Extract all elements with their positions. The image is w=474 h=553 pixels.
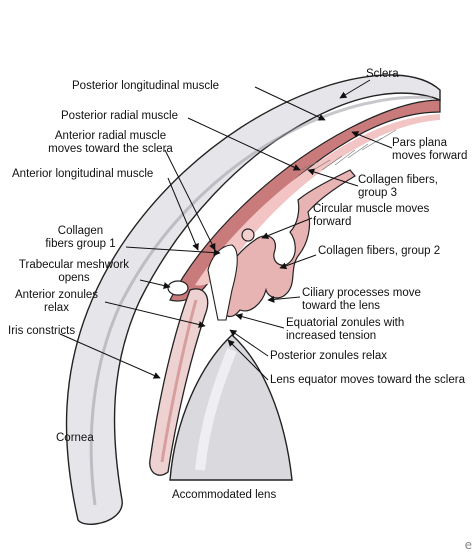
leader-sclera	[339, 79, 371, 99]
label-pars-plana-line1: Pars plana	[392, 137, 447, 149]
leader-lens-equator	[227, 339, 269, 381]
leader-anterior-radial	[164, 149, 216, 251]
label-cornea: Cornea	[56, 432, 94, 444]
trabecular-meshwork	[167, 280, 189, 296]
leader-collagen-2	[279, 254, 317, 270]
label-sclera: Sclera	[366, 68, 399, 80]
leader-posterior-zonules	[229, 329, 269, 357]
label-circular-muscle: Circular muscle moves forward	[313, 203, 429, 229]
label-ciliary-processes-line1: Ciliary processes move	[302, 287, 421, 299]
label-anterior-radial-muscle-line1: Anterior radial muscle	[54, 130, 167, 142]
label-anterior-zonules-relax: Anterior zonules relax	[4, 289, 109, 315]
leader-trabecular	[139, 279, 171, 289]
label-collagen-fibers-group-3-line1: Collagen fibers,	[358, 174, 438, 186]
label-circular-muscle-line2: forward	[313, 216, 352, 228]
leader-posterior-radial	[187, 117, 301, 171]
label-trabecular-meshwork-line1: Trabecular meshwork	[18, 259, 130, 271]
label-anterior-zonules-line2: relax	[44, 302, 69, 314]
label-pars-plana: Pars plana moves forward	[392, 137, 467, 163]
label-posterior-radial-muscle: Posterior radial muscle	[61, 110, 178, 122]
leader-ciliary-processes	[267, 295, 301, 303]
label-equatorial-zonules-line1: Equatorial zonules with	[286, 317, 405, 329]
label-collagen-fibers-group-2: Collagen fibers, group 2	[318, 245, 441, 257]
lens-shading	[195, 348, 237, 471]
ciliary-processes	[214, 169, 356, 318]
leader-lines	[59, 79, 393, 381]
sclera-shading	[89, 95, 433, 506]
label-equatorial-zonules: Equatorial zonules with increased tensio…	[286, 317, 404, 343]
label-circular-muscle-line1: Circular muscle moves	[313, 203, 430, 215]
label-posterior-zonules-relax: Posterior zonules relax	[270, 350, 387, 362]
label-ciliary-processes: Ciliary processes move toward the lens	[302, 287, 421, 313]
sclera-cornea-shell	[65, 74, 441, 525]
label-trabecular-meshwork: Trabecular meshwork opens	[4, 259, 144, 285]
leader-equatorial-zonules	[235, 313, 285, 329]
leader-collagen-1	[125, 246, 221, 257]
label-accommodated-lens: Accommodated lens	[172, 489, 277, 501]
leader-circular-muscle	[261, 217, 313, 239]
label-anterior-radial-muscle: Anterior radial muscle moves toward the …	[38, 130, 183, 156]
leader-pars-plana	[351, 131, 393, 149]
leader-collagen-3	[307, 168, 359, 187]
circular-muscle	[241, 228, 255, 242]
label-ciliary-processes-line2: toward the lens	[302, 300, 380, 312]
label-pars-plana-line2: moves forward	[392, 150, 468, 162]
label-posterior-longitudinal-muscle: Posterior longitudinal muscle	[72, 80, 220, 92]
label-collagen-fibers-group-1: Collagen fibers group 1	[28, 225, 133, 251]
iris	[149, 288, 209, 476]
label-anterior-longitudinal-muscle: Anterior longitudinal muscle	[12, 168, 154, 180]
label-collagen-fibers-group-1-line2: fibers group 1	[45, 238, 116, 250]
label-equatorial-zonules-line2: increased tension	[286, 330, 377, 342]
corner-logo: e	[464, 538, 472, 552]
leader-anterior-longitudinal	[167, 177, 199, 251]
label-anterior-radial-muscle-line2: moves toward the sclera	[48, 143, 173, 155]
label-iris-constricts: Iris constricts	[8, 325, 76, 337]
leader-posterior-longitudinal	[254, 86, 326, 121]
label-anterior-zonules-line1: Anterior zonules	[14, 289, 99, 301]
label-collagen-fibers-group-1-line1: Collagen	[57, 225, 104, 237]
zonule-canal	[207, 244, 238, 321]
label-collagen-fibers-group-3-line2: group 3	[358, 187, 398, 199]
iris-shading	[160, 299, 198, 463]
leader-iris	[59, 333, 161, 379]
label-collagen-fibers-group-3: Collagen fibers, group 3	[358, 174, 438, 200]
label-lens-equator: Lens equator moves toward the sclera	[270, 374, 465, 386]
label-trabecular-meshwork-line2: opens	[58, 272, 90, 284]
leader-anterior-zonules	[104, 301, 206, 328]
